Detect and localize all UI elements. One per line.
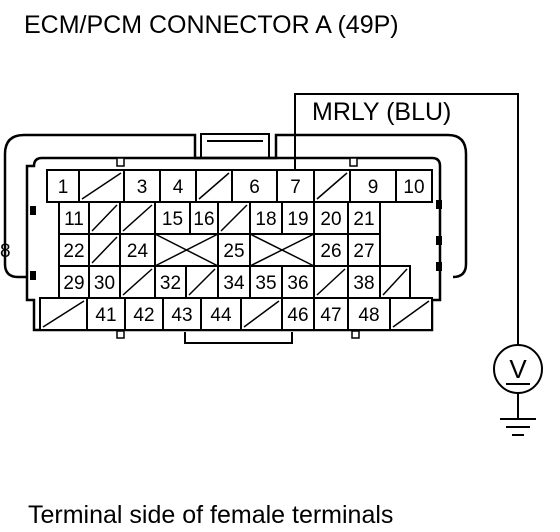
terminal-cell [276, 169, 315, 203]
terminal-number: 24 [127, 241, 149, 262]
voltmeter-label: V [509, 354, 527, 384]
terminal-number: 10 [403, 177, 424, 198]
terminal-number: 18 [255, 209, 276, 230]
blank-cell-slash [122, 204, 153, 232]
terminal-number: 21 [353, 209, 374, 230]
diagram-title: ECM/PCM CONNECTOR A (49P) [24, 11, 399, 39]
blank-cell-slash [91, 204, 118, 232]
blank-cell-slash [316, 172, 348, 200]
terminal-cell [347, 297, 391, 331]
blank-cell-slash [188, 268, 216, 296]
terminal-number: 4 [173, 177, 184, 198]
terminal-number: 32 [160, 273, 181, 294]
terminal-number: 26 [320, 241, 341, 262]
terminal-cell [86, 297, 126, 331]
terminal-cell [162, 297, 202, 331]
terminal-number: 15 [162, 209, 183, 230]
terminal-number: 9 [368, 177, 379, 198]
terminal-number: 25 [223, 241, 244, 262]
terminal-number: 6 [249, 177, 260, 198]
blank-cell-cross [154, 233, 219, 267]
terminal-number: 47 [320, 305, 341, 326]
terminal-cell [349, 169, 397, 203]
blank-cell-slash [243, 300, 280, 328]
blank-cell-slash [316, 268, 346, 296]
probe-wire [294, 93, 519, 419]
terminal-number: 28 [0, 241, 11, 262]
terminal-number: 3 [137, 177, 148, 198]
terminal-number: 43 [171, 305, 192, 326]
terminal-number: 22 [63, 241, 84, 262]
terminal-number: 42 [133, 305, 154, 326]
terminal-cell [154, 201, 191, 235]
terminal-cell [88, 265, 121, 299]
terminal-grid: 1346791011151618192021222425262728293032… [0, 169, 433, 331]
blank-cell-cross [249, 233, 315, 267]
terminal-cell [281, 297, 315, 331]
terminal-number: 16 [193, 209, 214, 230]
terminal-cell [58, 201, 90, 235]
terminal-number: 29 [63, 273, 84, 294]
blank-cell-slash [220, 204, 248, 232]
terminal-number: 11 [64, 209, 84, 230]
terminal-number: 35 [255, 273, 276, 294]
blank-cell-slash [198, 172, 230, 200]
blank-cell-slash [81, 172, 122, 200]
terminal-number: 27 [353, 241, 374, 262]
terminal-cell [395, 169, 433, 203]
terminal-number: 7 [290, 177, 301, 198]
terminal-cell [231, 169, 278, 203]
blank-cell-slash [382, 268, 408, 296]
blank-cell-slash [122, 268, 153, 296]
terminal-number: 19 [287, 209, 308, 230]
terminal-number: 38 [353, 273, 374, 294]
blank-cell-slash [91, 236, 118, 264]
terminal-cell [200, 297, 242, 331]
terminal-number: 44 [210, 305, 232, 326]
diagram-caption: Terminal side of female terminals [28, 501, 393, 529]
ground-icon [500, 418, 536, 436]
terminal-number: 46 [287, 305, 308, 326]
terminal-number: 30 [94, 273, 115, 294]
blank-cell-slash [42, 300, 85, 328]
wire-label: MRLY (BLU) [312, 98, 451, 126]
terminal-number: 20 [320, 209, 341, 230]
terminal-number: 36 [287, 273, 308, 294]
terminal-number: 1 [58, 177, 69, 198]
terminal-number: 48 [358, 305, 379, 326]
terminal-number: 34 [223, 273, 245, 294]
voltmeter-symbol: V [493, 344, 543, 394]
blank-cell-slash [392, 300, 430, 328]
terminal-number: 41 [95, 305, 116, 326]
